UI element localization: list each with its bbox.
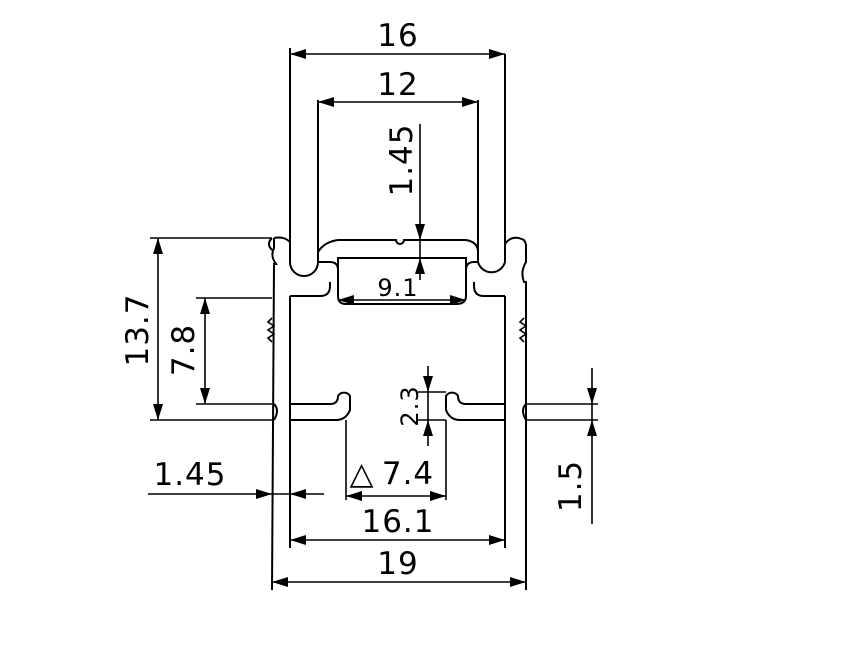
upper-channel	[318, 257, 478, 271]
label-side-wall-thickness: 1.45	[153, 457, 226, 493]
left-side-detail	[268, 237, 273, 251]
dimension-lines	[148, 49, 597, 587]
label-outer-width: 19	[377, 546, 418, 582]
top-rail	[273, 236, 527, 253]
label-base-thickness: 1.5	[553, 460, 589, 512]
label-top-inner-width: 12	[377, 67, 418, 103]
label-body-height: 7.8	[166, 324, 202, 376]
label-total-height: 13.7	[120, 293, 156, 366]
label-inner-width: 16.1	[361, 504, 434, 540]
label-slot-width-value: 7.4	[382, 456, 434, 492]
label-top-wall-thickness: 1.45	[384, 123, 420, 196]
lower-right-rail	[445, 391, 527, 421]
right-spring	[518, 317, 528, 343]
left-outer-wall	[271, 238, 278, 591]
label-slot-height: 2.3	[396, 385, 424, 426]
extension-lines	[150, 237, 598, 500]
label-channel-width: 9.1	[377, 274, 418, 302]
profile-outline	[266, 48, 528, 591]
dimension-labels: 16 12 1.45 9.1 13.7 7.8 2.3 1.5 1.45 △ 7…	[120, 18, 589, 582]
left-top-arm	[289, 48, 319, 277]
label-slot-width-symbol: △	[350, 456, 375, 492]
right-outer-wall	[521, 244, 527, 590]
lower-left-rail	[273, 391, 351, 421]
left-spring	[266, 317, 276, 343]
label-top-outer-width: 16	[377, 18, 418, 54]
right-top-arm	[477, 54, 506, 274]
